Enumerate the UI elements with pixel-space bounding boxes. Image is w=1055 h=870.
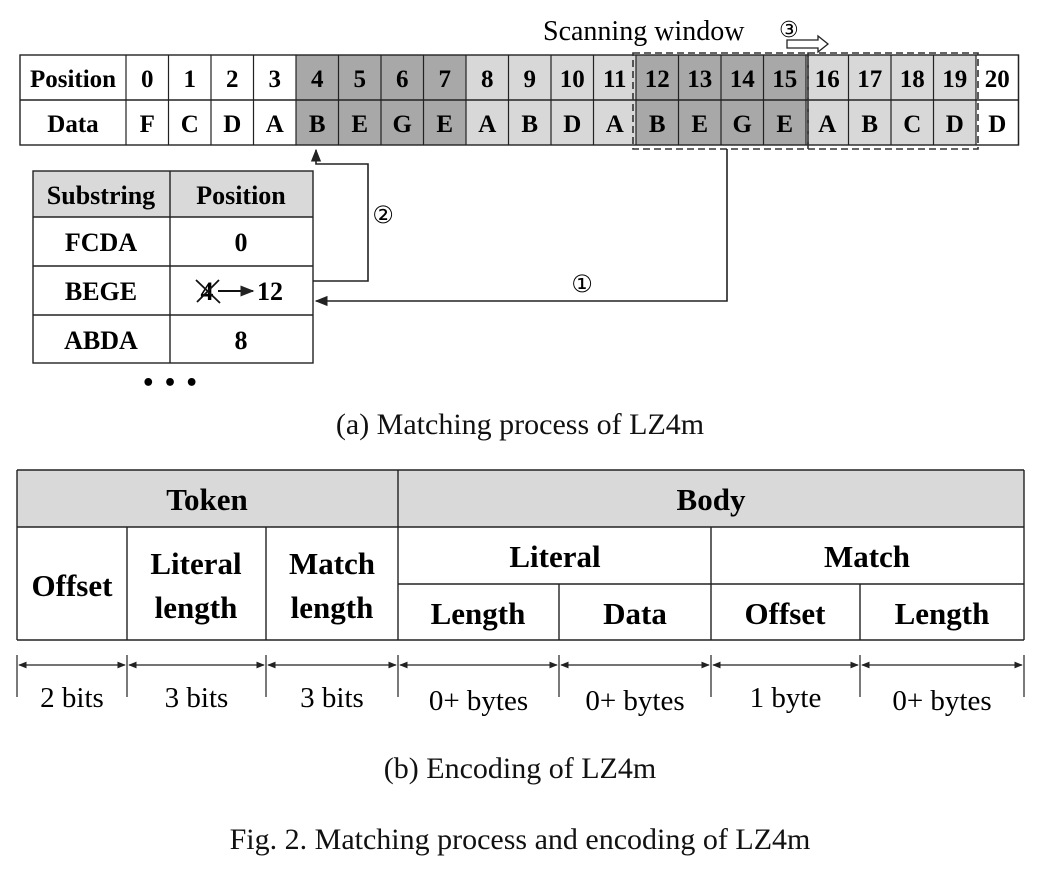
data-cell: B <box>309 111 326 138</box>
sequence-table: PositionData0F1C2D3A4B5E6G7E8A9B10D11A12… <box>19 54 1020 146</box>
data-cell: B <box>861 111 878 138</box>
field-size-label: 0+ bytes <box>429 685 528 717</box>
hash-row-position: 12 <box>257 277 283 306</box>
hash-row-substring: BEGE <box>65 277 137 306</box>
position-cell: 12 <box>645 66 670 93</box>
hash-header-position: Position <box>196 181 286 210</box>
step1-lookup-arrow <box>314 149 728 307</box>
hash-row-substring: FCDA <box>65 228 137 257</box>
position-cell: 20 <box>985 66 1010 93</box>
data-cell: D <box>223 111 241 138</box>
step3-marker: ③ <box>779 18 799 43</box>
hash-row-position: 0 <box>235 228 248 257</box>
encoding-table: Token Body Offset Literal length Match l… <box>16 469 1025 641</box>
step3-hollow-arrow-icon <box>786 34 830 54</box>
position-cell: 13 <box>687 66 712 93</box>
data-cell: F <box>140 111 155 138</box>
position-cell: 6 <box>396 66 409 93</box>
hash-table-ellipsis: • • • <box>141 371 199 396</box>
encoding-header-bg <box>17 470 1024 527</box>
literal-length-subfield: Length <box>431 596 526 631</box>
data-cell: A <box>818 111 836 138</box>
token-header: Token <box>166 482 248 517</box>
literal-length-field: length <box>155 590 238 625</box>
position-cell: 11 <box>603 66 627 93</box>
position-cell: 10 <box>560 66 585 93</box>
data-cell: B <box>649 111 666 138</box>
scanning-window-next <box>807 52 979 150</box>
hash-table-header-bg <box>33 171 313 217</box>
field-size-label: 3 bits <box>300 682 364 714</box>
position-cell: 14 <box>730 66 756 93</box>
field-size-label: 1 byte <box>750 682 822 714</box>
step2-marker: ② <box>372 201 394 229</box>
data-row-header: Data <box>47 111 99 138</box>
data-cell: B <box>521 111 538 138</box>
position-cell: 1 <box>184 66 197 93</box>
data-cell: E <box>351 111 368 138</box>
caption-a: (a) Matching process of LZ4m <box>335 408 705 441</box>
position-cell: 5 <box>354 66 367 93</box>
data-cell: E <box>436 111 453 138</box>
position-cell: 16 <box>815 66 840 93</box>
data-cell: A <box>606 111 624 138</box>
match-length-field: Match <box>289 546 375 581</box>
data-cell: A <box>478 111 496 138</box>
field-size-label: 3 bits <box>165 682 229 714</box>
caption-b: (b) Encoding of LZ4m <box>383 752 657 785</box>
literal-data-subfield: Data <box>603 596 667 631</box>
size-dimension-row: 2 bits 3 bits 3 bits 0+ bytes 0+ bytes 1 byte… <box>16 655 1025 717</box>
data-cell: C <box>181 111 199 138</box>
field-size-label: 0+ bytes <box>892 685 991 717</box>
position-cell: 0 <box>141 66 154 93</box>
step1-marker: ① <box>571 270 593 298</box>
strikeout-cross-icon <box>195 279 221 304</box>
offset-field: Offset <box>32 568 114 603</box>
match-group-header: Match <box>824 539 910 574</box>
data-cell: G <box>393 111 412 138</box>
step2-match-arrow <box>310 148 369 282</box>
position-cell: 9 <box>524 66 537 93</box>
scanning-window-label: Scanning window <box>543 16 745 47</box>
position-cell: 18 <box>900 66 925 93</box>
position-cell: 17 <box>857 66 882 93</box>
position-cell: 8 <box>481 66 494 93</box>
match-offset-subfield: Offset <box>745 596 827 631</box>
position-cell: 2 <box>226 66 239 93</box>
hash-row-substring: ABDA <box>64 326 138 355</box>
position-cell: 7 <box>439 66 452 93</box>
data-cell: E <box>691 111 708 138</box>
field-size-label: 2 bits <box>40 682 104 714</box>
field-size-label: 0+ bytes <box>585 685 684 717</box>
position-cell: 19 <box>942 66 967 93</box>
data-cell: A <box>266 111 284 138</box>
body-header: Body <box>677 482 746 517</box>
hash-table: Substring Position FCDA 0 BEGE 4 12 ABDA… <box>32 170 314 364</box>
data-cell: G <box>733 111 752 138</box>
data-cell: D <box>563 111 581 138</box>
literal-group-header: Literal <box>509 539 601 574</box>
data-cell: D <box>946 111 964 138</box>
figure-caption: Fig. 2. Matching process and encoding of… <box>229 823 811 856</box>
data-cell: D <box>988 111 1006 138</box>
hash-header-substring: Substring <box>47 181 155 210</box>
position-cell: 15 <box>772 66 797 93</box>
position-cell: 3 <box>269 66 282 93</box>
data-cell: C <box>903 111 921 138</box>
data-cell: E <box>776 111 793 138</box>
hash-row-position: 8 <box>235 326 248 355</box>
match-length-field: length <box>291 590 374 625</box>
match-length-subfield: Length <box>895 596 990 631</box>
literal-length-field: Literal <box>150 546 242 581</box>
position-row-header: Position <box>30 66 116 93</box>
position-cell: 4 <box>311 66 324 93</box>
